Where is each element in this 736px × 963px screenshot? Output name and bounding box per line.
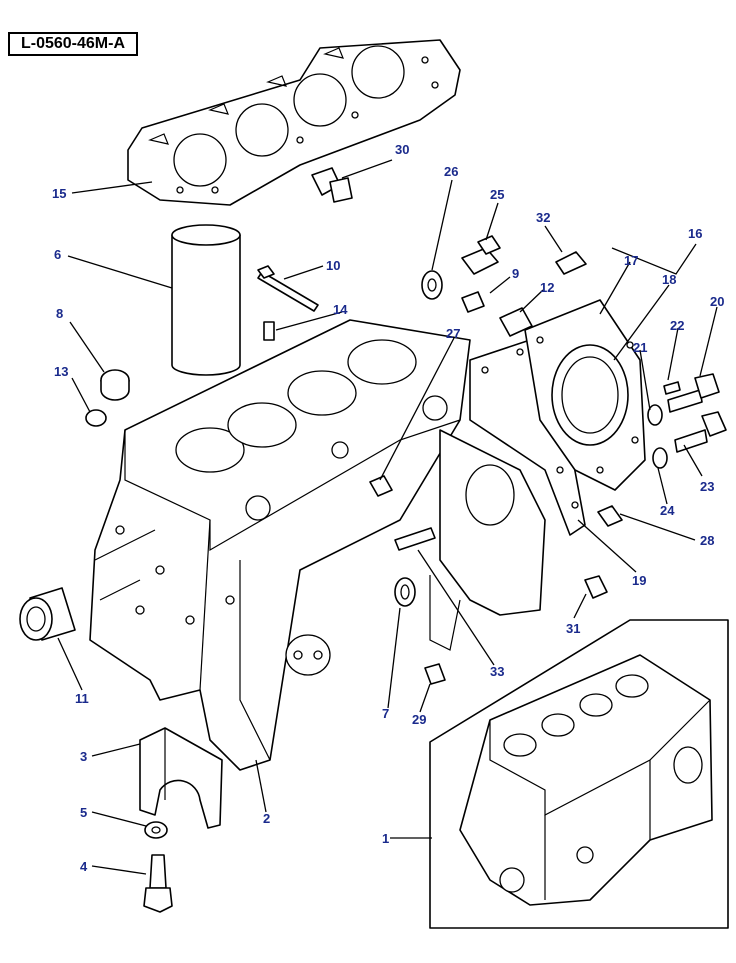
plugs-left bbox=[85, 321, 275, 427]
washer bbox=[144, 821, 168, 839]
part-label-14: 14 bbox=[333, 302, 348, 317]
part-label-10: 10 bbox=[326, 258, 340, 273]
part-label-20: 20 bbox=[710, 294, 724, 309]
part-label-29: 29 bbox=[412, 712, 426, 727]
bolts-right bbox=[647, 373, 727, 469]
part-label-21: 21 bbox=[633, 340, 647, 355]
part-label-25: 25 bbox=[490, 187, 504, 202]
part-label-18: 18 bbox=[662, 272, 676, 287]
bearing-cap-bolt bbox=[143, 854, 173, 913]
plug-bolt bbox=[311, 167, 353, 203]
part-label-13: 13 bbox=[54, 364, 68, 379]
part-label-5: 5 bbox=[80, 805, 87, 820]
plugs-top-right bbox=[421, 235, 587, 337]
part-label-15: 15 bbox=[52, 186, 66, 201]
part-label-22: 22 bbox=[670, 318, 684, 333]
part-label-31: 31 bbox=[566, 621, 580, 636]
part-labels: 15 6 10 8 13 14 30 26 25 32 16 17 18 9 1… bbox=[52, 142, 724, 874]
cylinder-liner bbox=[171, 224, 241, 376]
rear-plate bbox=[429, 429, 546, 651]
part-label-24: 24 bbox=[660, 503, 675, 518]
part-label-9: 9 bbox=[512, 266, 519, 281]
part-label-16: 16 bbox=[688, 226, 702, 241]
part-label-26: 26 bbox=[444, 164, 458, 179]
part-label-7: 7 bbox=[382, 706, 389, 721]
reference-code: L-0560-46M-A bbox=[8, 32, 138, 56]
part-label-27: 27 bbox=[446, 326, 460, 341]
part-label-19: 19 bbox=[632, 573, 646, 588]
inset-block bbox=[459, 654, 713, 906]
part-label-33: 33 bbox=[490, 664, 504, 679]
part-label-11: 11 bbox=[75, 691, 89, 706]
part-label-3: 3 bbox=[80, 749, 87, 764]
part-label-4: 4 bbox=[80, 859, 88, 874]
part-label-8: 8 bbox=[56, 306, 63, 321]
bush-11 bbox=[19, 587, 76, 641]
stud bbox=[257, 265, 319, 312]
part-label-17: 17 bbox=[624, 253, 638, 268]
part-label-2: 2 bbox=[263, 811, 270, 826]
cylinder-block bbox=[89, 319, 471, 771]
part-label-32: 32 bbox=[536, 210, 550, 225]
part-label-1: 1 bbox=[382, 831, 389, 846]
threaded-plugs bbox=[369, 475, 623, 685]
seal-7 bbox=[394, 577, 416, 607]
bearing-cap bbox=[139, 727, 223, 829]
part-label-28: 28 bbox=[700, 533, 714, 548]
head-gasket bbox=[127, 39, 461, 206]
part-label-23: 23 bbox=[700, 479, 714, 494]
leader-lines bbox=[57, 159, 718, 875]
part-label-12: 12 bbox=[540, 280, 554, 295]
part-label-6: 6 bbox=[54, 247, 61, 262]
part-label-30: 30 bbox=[395, 142, 409, 157]
seal-retainer bbox=[524, 299, 646, 491]
